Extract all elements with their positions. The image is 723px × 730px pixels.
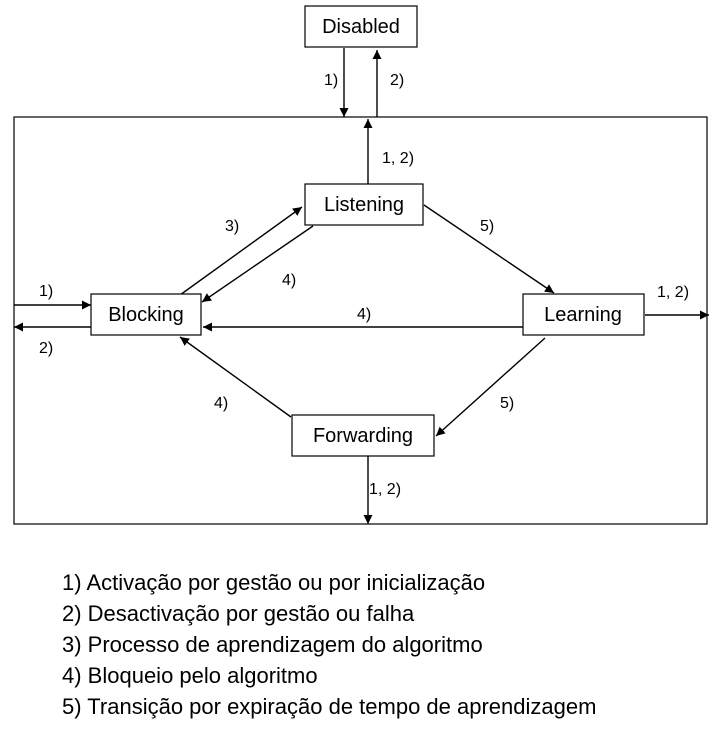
edge-listening-to-blocking [201, 225, 314, 303]
label-external-out: 2) [39, 340, 53, 357]
legend-item: 1) Activação por gestão ou por inicializ… [62, 570, 486, 595]
label-disabled-down: 1) [324, 72, 338, 89]
state-disabled-label: Disabled [322, 16, 400, 38]
edge-forwarding-to-blocking [179, 336, 292, 418]
legend-item: 3) Processo de aprendizagem do algoritmo [62, 632, 483, 657]
state-blocking: Blocking [90, 293, 202, 336]
label-disabled-up: 2) [390, 72, 404, 89]
label-blocking-to-listening: 3) [225, 218, 239, 235]
state-listening-label: Listening [324, 194, 404, 216]
label-forwarding-down: 1, 2) [369, 481, 401, 498]
state-learning: Learning [522, 293, 645, 336]
state-disabled: Disabled [304, 5, 418, 48]
legend: 1) Activação por gestão ou por inicializ… [62, 567, 596, 722]
label-external-in: 1) [39, 283, 53, 300]
state-listening: Listening [304, 183, 424, 226]
edge-learning-to-forwarding [435, 337, 546, 437]
outer-frame [13, 116, 708, 525]
legend-item: 2) Desactivação por gestão ou falha [62, 601, 415, 626]
edge-listening-to-learning [423, 204, 555, 294]
state-blocking-label: Blocking [108, 304, 184, 326]
edge-blocking-to-listening [179, 206, 303, 296]
label-learning-to-blocking: 4) [357, 306, 371, 323]
state-forwarding: Forwarding [291, 414, 435, 457]
label-listening-to-learning: 5) [480, 218, 494, 235]
label-forwarding-to-blocking: 4) [214, 395, 228, 412]
label-learning-out: 1, 2) [657, 284, 689, 301]
label-listening-to-blocking: 4) [282, 272, 296, 289]
label-listening-up: 1, 2) [382, 150, 414, 167]
label-learning-to-forwarding: 5) [500, 395, 514, 412]
state-learning-label: Learning [544, 304, 622, 326]
state-forwarding-label: Forwarding [313, 425, 413, 447]
legend-item: 5) Transição por expiração de tempo de a… [62, 694, 597, 719]
legend-item: 4) Bloqueio pelo algoritmo [62, 663, 318, 688]
